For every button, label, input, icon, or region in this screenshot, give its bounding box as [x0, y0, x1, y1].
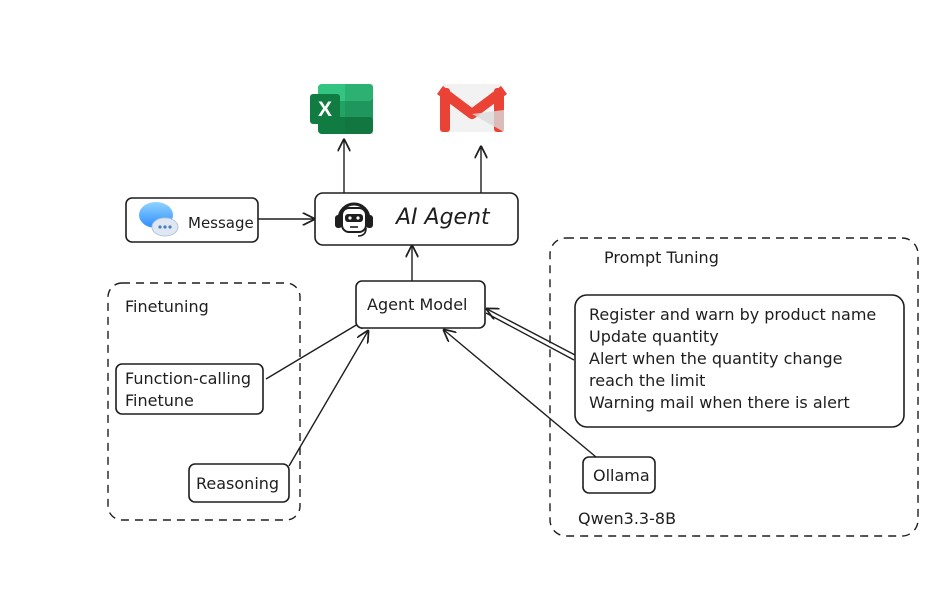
prompt-line-4: reach the limit — [589, 371, 705, 390]
robot-headset-icon — [335, 202, 373, 237]
prompt-tuning-group — [549, 237, 919, 537]
edge-function-calling-to-model — [265, 318, 368, 380]
finetuning-group — [107, 282, 301, 521]
prompt-line-5: Warning mail when there is alert — [589, 393, 850, 412]
prompt-tuning-model-caption: Qwen3.3-8B — [578, 509, 676, 528]
agent-model-label: Agent Model — [367, 295, 467, 314]
edge-prompt-to-model — [487, 309, 576, 356]
finetuning-group-label: Finetuning — [125, 297, 209, 316]
prompt-tuning-group-label: Prompt Tuning — [604, 248, 719, 267]
function-calling-label-line1: Function-calling — [125, 369, 251, 388]
edge-reasoning-to-model — [288, 331, 368, 467]
agent-model-node[interactable]: Agent Model — [355, 280, 486, 329]
gmail-icon — [437, 84, 507, 132]
prompt-instructions-node[interactable]: Register and warn by product name Update… — [574, 294, 905, 428]
edge-prompt-to-model-double — [485, 312, 575, 361]
prompt-line-3: Alert when the quantity change — [589, 349, 842, 368]
reasoning-node[interactable]: Reasoning — [188, 463, 290, 503]
function-calling-node[interactable]: Function-calling Finetune — [115, 363, 264, 415]
message-label: Message — [188, 214, 254, 232]
svg-text:X: X — [318, 98, 332, 121]
ai-agent-label: AI Agent — [394, 205, 491, 230]
reasoning-label: Reasoning — [196, 474, 279, 493]
messages-bubble-icon — [139, 202, 179, 237]
edge-ollama-to-model — [444, 330, 597, 458]
function-calling-label-line2: Finetune — [125, 391, 194, 410]
prompt-line-1: Register and warn by product name — [589, 305, 876, 324]
prompt-line-2: Update quantity — [589, 327, 719, 346]
ollama-node[interactable]: Ollama — [582, 456, 656, 494]
message-node[interactable]: Message — [125, 197, 259, 243]
ollama-label: Ollama — [593, 466, 650, 485]
excel-icon: X — [310, 84, 373, 134]
ai-agent-node[interactable]: AI Agent — [314, 192, 519, 246]
